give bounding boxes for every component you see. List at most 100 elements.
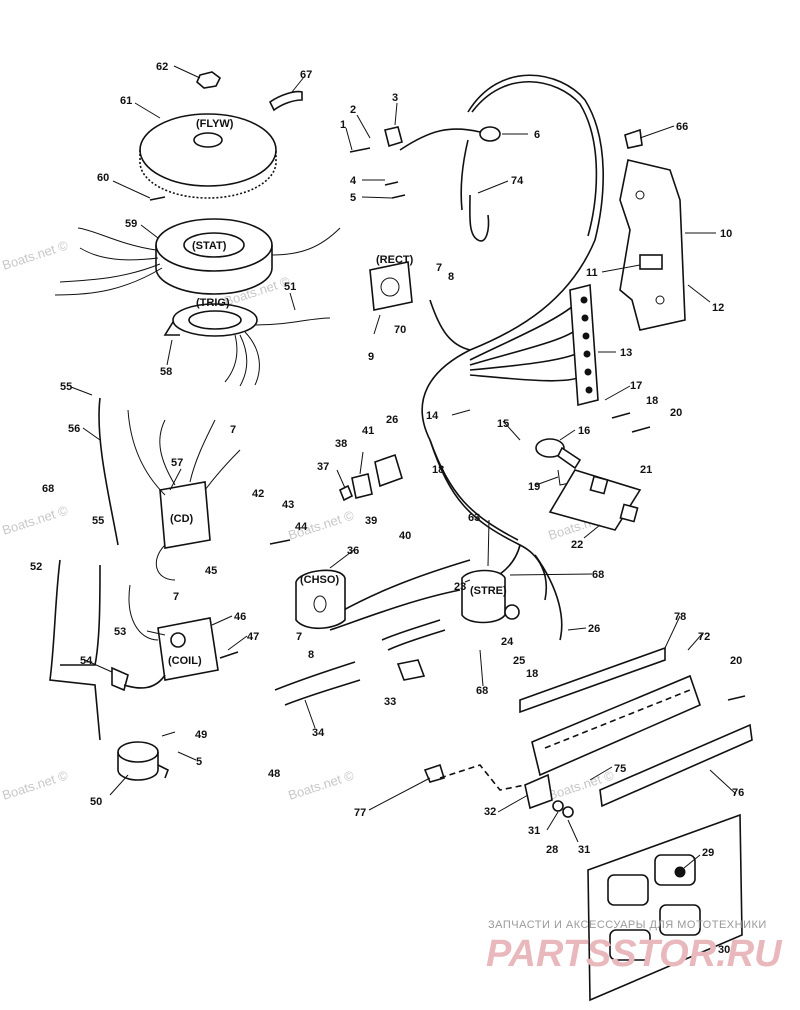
callout-label: 3	[392, 92, 398, 104]
lead-54	[123, 674, 166, 689]
grommet-21b	[619, 503, 639, 523]
callout-label: 43	[282, 499, 294, 511]
callout-label: 51	[284, 281, 296, 293]
callout-label: 6	[534, 129, 540, 141]
callout-label: 10	[720, 228, 732, 240]
dash-77	[439, 764, 526, 791]
trigger: (TRIG)	[163, 297, 331, 387]
callout-label: 7	[436, 262, 442, 274]
callout-label: 16	[578, 425, 590, 437]
callout-label: 7	[230, 424, 236, 436]
callout-label: 74	[511, 175, 524, 187]
label-chso: (CHSO)	[300, 574, 339, 586]
callout-label: 67	[300, 69, 312, 81]
callout-label: 11	[586, 267, 598, 279]
watermark-boats-net: Boats.net ©	[222, 273, 292, 308]
clamp-38	[351, 473, 373, 499]
callout-label: 8	[308, 649, 314, 661]
solenoid-50	[117, 741, 170, 781]
callout-numbers: 62 67 61 2 3 1 6 4 5 74 66 60 10 59 11 1…	[30, 61, 744, 956]
label-flyw: (FLYW)	[196, 118, 234, 130]
clip-66	[624, 128, 643, 149]
callout-label: 68	[476, 685, 488, 697]
callout-label: 23	[454, 581, 466, 593]
chso: (CHSO)	[295, 569, 346, 630]
callout-label: 30	[718, 944, 730, 956]
callout-label: 70	[394, 324, 406, 336]
store-brand: PARTSSTOR.RU	[486, 933, 783, 975]
callout-label: 26	[588, 623, 600, 635]
callout-label: 42	[252, 488, 264, 500]
callout-label: 1	[340, 119, 346, 131]
part-37	[338, 484, 354, 502]
callout-label: 62	[156, 61, 168, 73]
callout-label: 47	[247, 631, 259, 643]
grommet-21	[589, 475, 609, 495]
callout-label: 66	[676, 121, 688, 133]
callout-label: 37	[317, 461, 329, 473]
cable-top	[381, 619, 441, 641]
boot-54	[111, 666, 129, 692]
small-fasteners	[149, 147, 746, 701]
callout-label: 4	[350, 175, 357, 187]
callout-label: 18	[646, 395, 658, 407]
callout-label: 45	[205, 565, 217, 577]
terminal-strip-72	[519, 646, 753, 808]
cd-module: (CD)	[127, 409, 241, 581]
callout-label: 21	[640, 464, 652, 476]
callout-label: 12	[712, 302, 724, 314]
callout-label: 39	[365, 515, 377, 527]
callout-label: 38	[335, 438, 347, 450]
callout-label: 75	[614, 763, 626, 775]
label-rect: (RECT)	[376, 254, 414, 266]
callout-label: 56	[68, 423, 80, 435]
label-coil: (COIL)	[168, 655, 202, 667]
callout-label: 13	[620, 347, 632, 359]
watermark-boats-net: Boats.net ©	[286, 767, 356, 802]
callout-label: 5	[196, 756, 202, 768]
callout-label: 18	[526, 668, 538, 680]
callout-label: 40	[399, 530, 411, 542]
callout-label: 78	[674, 611, 686, 623]
watermark-boats-net: Boats.net ©	[0, 237, 70, 272]
callout-label: 22	[571, 539, 583, 551]
cable-34	[274, 661, 356, 691]
clip-33	[396, 659, 426, 681]
label-stre: (STRE)	[470, 585, 507, 597]
nut-62	[196, 71, 222, 89]
key-switch-16	[535, 438, 582, 486]
callout-label: 7	[296, 631, 302, 643]
callout-label: 60	[97, 172, 109, 184]
terminal-block-13	[569, 283, 599, 407]
label-cd: (CD)	[170, 513, 194, 525]
callout-label: 33	[384, 696, 396, 708]
store-watermark: ЗАПЧАСТИ И АКСЕССУАРЫ ДЛЯ МОТОТЕХНИКИ PA…	[486, 919, 783, 975]
callout-label: 14	[426, 410, 439, 422]
callout-label: 2	[350, 104, 356, 116]
lead-56	[98, 397, 119, 546]
part-3	[384, 126, 403, 148]
starter-relay: (STRE)	[461, 569, 520, 624]
washer-31	[552, 800, 564, 812]
hook-74	[469, 194, 490, 242]
callout-label: 53	[114, 626, 126, 638]
callout-label: 36	[347, 545, 359, 557]
callout-label: 9	[368, 351, 374, 363]
rectifier: (RECT)	[369, 254, 414, 311]
switch-6	[460, 126, 501, 211]
store-tagline: ЗАПЧАСТИ И АКСЕССУАРЫ ДЛЯ МОТОТЕХНИКИ	[488, 919, 767, 931]
callout-label: 20	[670, 407, 682, 419]
callout-label: 15	[497, 418, 509, 430]
callout-label: 19	[528, 481, 540, 493]
bolt-32	[524, 773, 553, 810]
callout-label: 59	[125, 218, 137, 230]
callout-label: 68	[592, 569, 604, 581]
callout-label: 77	[354, 807, 366, 819]
callout-label: 55	[60, 381, 72, 393]
callout-label: 50	[90, 796, 102, 808]
lead-52	[49, 559, 101, 741]
callout-label: 52	[30, 561, 42, 573]
callout-label: 28	[546, 844, 558, 856]
lead-52b	[60, 564, 101, 666]
